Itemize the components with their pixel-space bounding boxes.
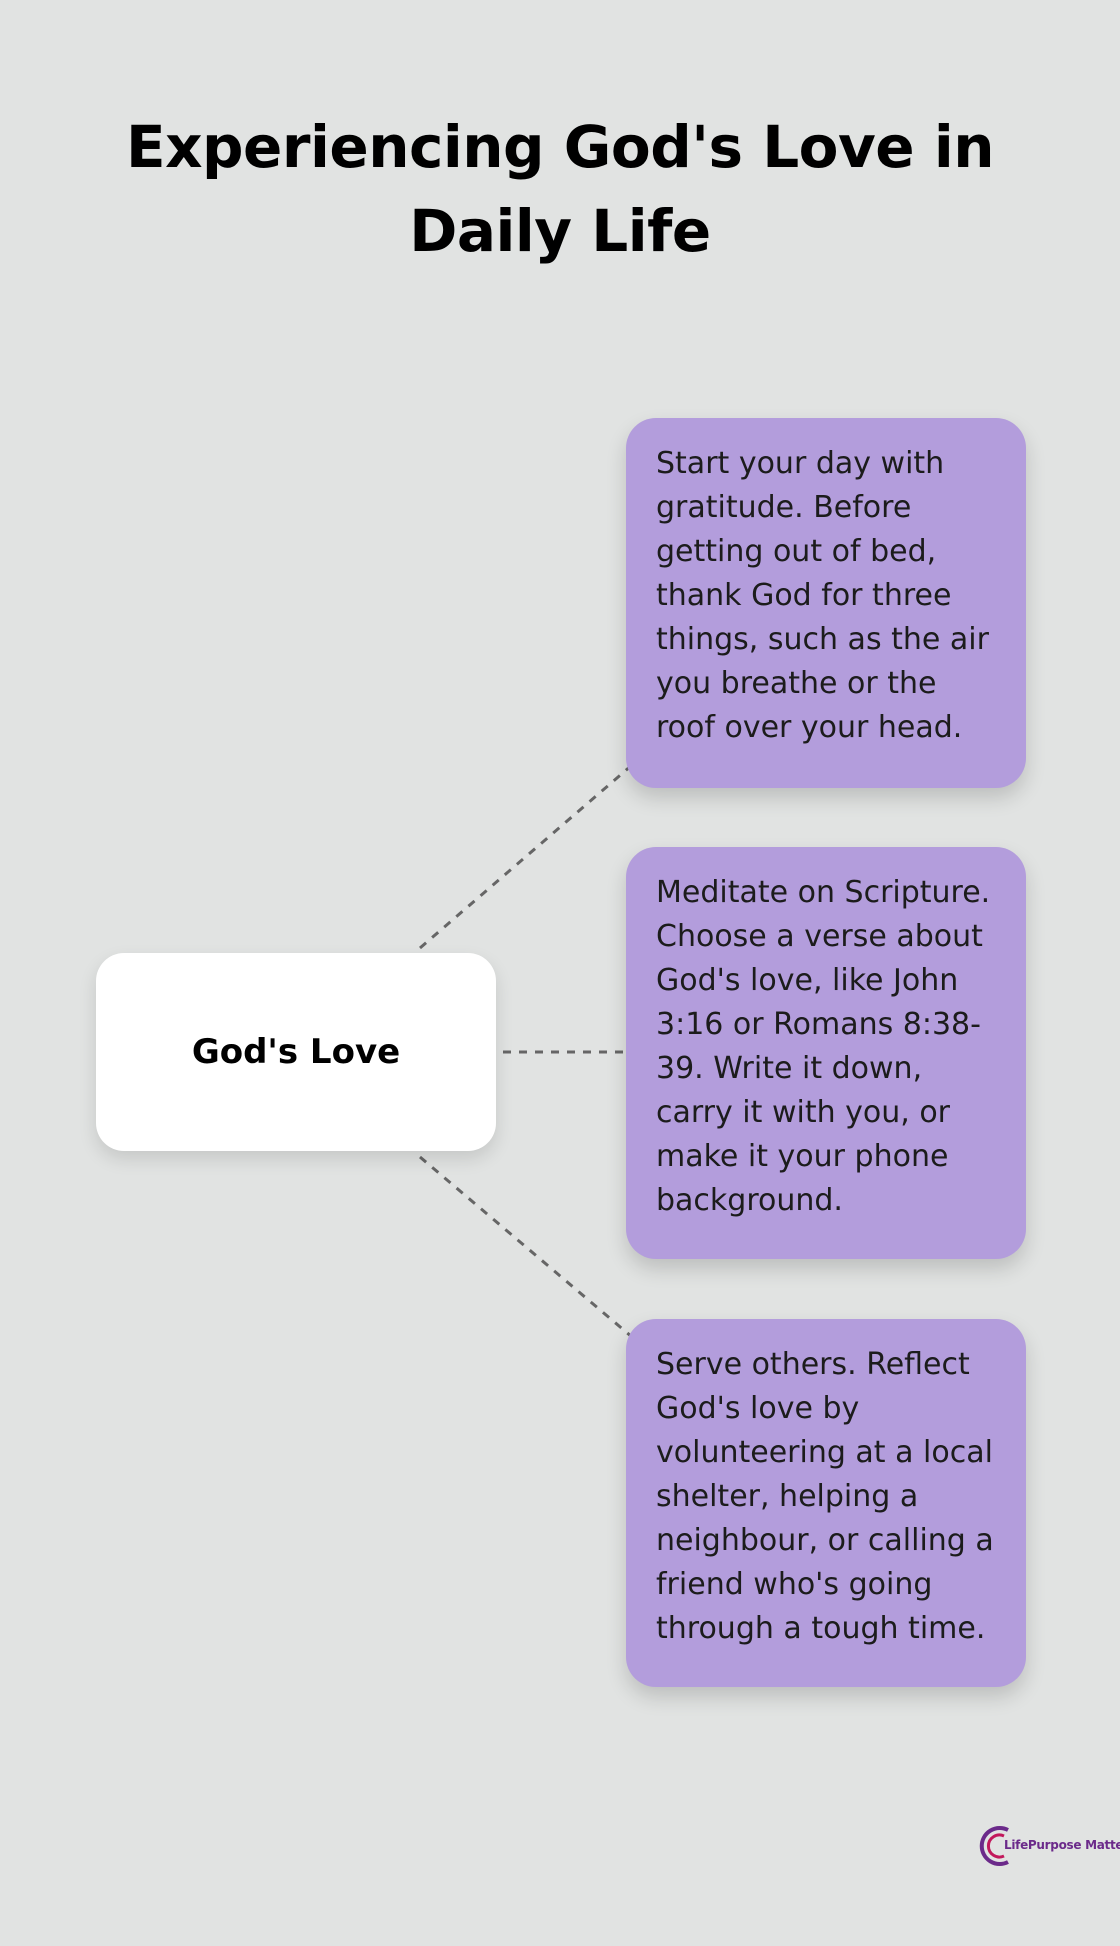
logo-swirl-icon — [979, 1826, 1009, 1866]
connector-line-3 — [419, 1155, 633, 1339]
brand-logo: LifePurpose Matters — [978, 1822, 1120, 1870]
serve-others-card-text: Serve others. Reflect God's love by volu… — [656, 1347, 994, 1646]
gratitude-card: Start your day with gratitude. Before ge… — [626, 418, 1026, 788]
scripture-card-text: Meditate on Scripture. Choose a verse ab… — [656, 875, 991, 1218]
logo-text: LifePurpose Matters — [1004, 1838, 1120, 1852]
serve-others-card: Serve others. Reflect God's love by volu… — [626, 1319, 1026, 1687]
connector-line-1 — [419, 763, 633, 950]
page-title: Experiencing God's Love in Daily Life — [125, 113, 995, 265]
gratitude-card-text: Start your day with gratitude. Before ge… — [656, 446, 989, 745]
central-node: God's Love — [96, 953, 496, 1151]
scripture-card: Meditate on Scripture. Choose a verse ab… — [626, 847, 1026, 1259]
central-node-label: God's Love — [191, 1032, 401, 1072]
